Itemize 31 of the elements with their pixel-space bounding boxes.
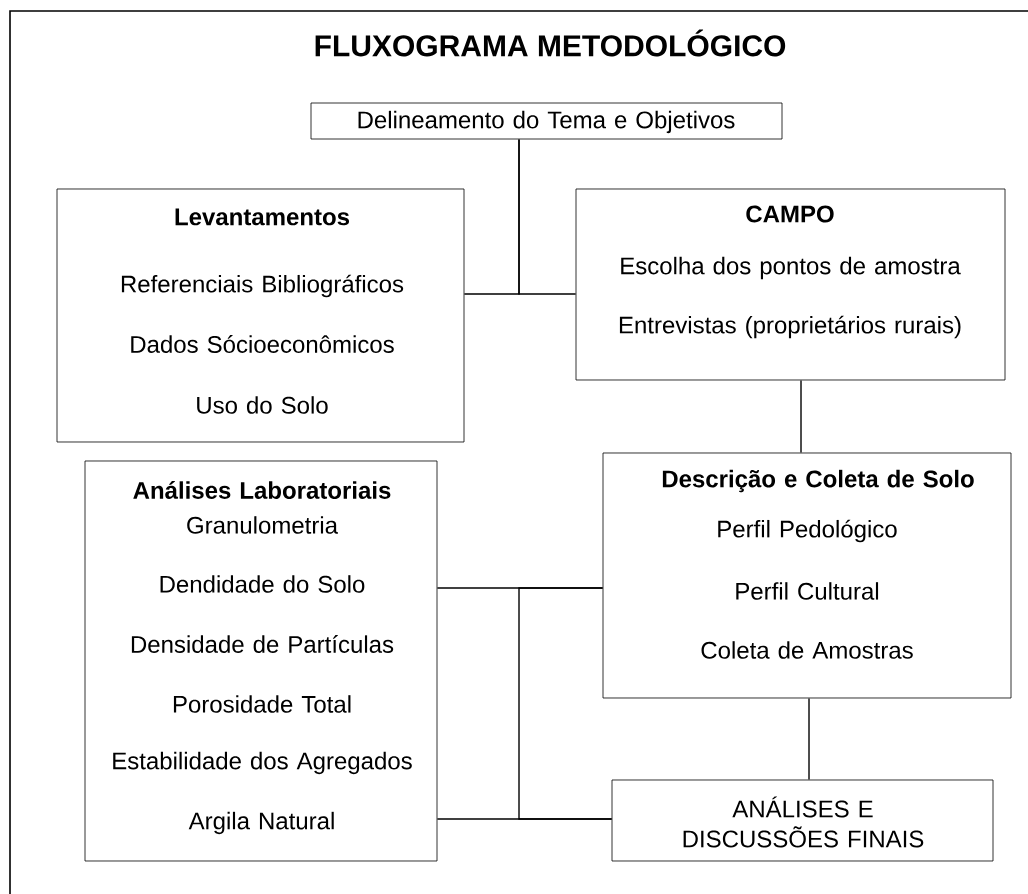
process-box <box>602 452 1012 699</box>
title: FLUXOGRAMA METODOLÓGICO <box>315 29 786 57</box>
connector-line <box>518 138 577 295</box>
box-text: Porosidade Total <box>173 695 351 713</box>
box-text: Entrevistas (proprietários rurais) <box>619 315 961 339</box>
box-heading: CAMPO <box>746 205 834 223</box>
process-box <box>575 188 1006 381</box>
box-text: Escolha dos pontos de amostra <box>621 256 961 280</box>
process-box <box>84 460 438 862</box>
connector-line <box>800 379 802 454</box>
process-box <box>611 779 994 862</box>
process-box <box>310 102 783 140</box>
box-text: Perfil Pedológico <box>718 519 897 543</box>
box-text: Perfil Cultural <box>736 582 879 600</box>
box-text: Densidade de Partículas <box>131 635 394 653</box>
box-text: Delineamento do Tema e Objetivos <box>358 110 735 134</box>
box-text: ANÁLISES E DISCUSSÕES FINAIS <box>683 796 924 848</box>
connector-line <box>808 697 810 781</box>
process-box <box>56 188 465 443</box>
box-text: Dendidade do Solo <box>160 575 365 593</box>
box-text: Referenciais Bibliográficos <box>121 274 404 298</box>
box-text: Uso do Solo <box>197 396 328 414</box>
box-text: Dados Sócioeconômicos <box>131 335 394 353</box>
box-heading: Levantamentos <box>175 208 350 226</box>
box-heading: Descrição e Coleta de Solo <box>662 469 974 493</box>
connector-line <box>518 587 613 820</box>
box-text: Granulometria <box>187 516 338 534</box>
box-text: Estabilidade dos Agregados <box>113 751 412 775</box>
box-text: Argila Natural <box>188 811 334 835</box>
box-heading: Análises Laboratoriais <box>133 481 391 499</box>
box-text: Coleta de Amostras <box>701 641 913 659</box>
